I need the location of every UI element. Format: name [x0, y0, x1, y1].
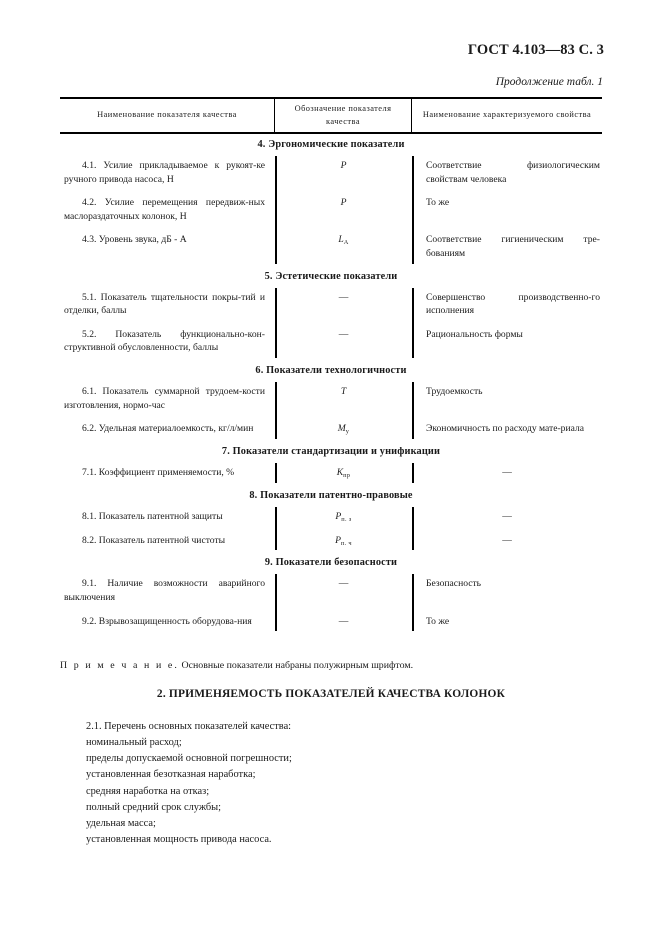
table-row: 4.3. Уровень звука, дБ - А LA Соответствие…	[60, 228, 602, 265]
table-note: П р и м е ч а н и е. Основные показатели…	[60, 660, 602, 671]
cell-indicator-name: 9.2. Взрывозащищенность оборудова-ния	[82, 615, 252, 627]
cell-indicator-name: 4.1. Усилие прикладываемое к рукоят-ке р…	[64, 160, 265, 185]
cell-characterized-property: Безопасность	[426, 578, 482, 590]
cell-indicator-name: 8.1. Показатель патентной защиты	[82, 510, 223, 522]
table-section-group: 9.1. Наличие возможности аварийного выкл…	[60, 572, 602, 633]
cell-indicator-symbol: T	[340, 386, 347, 398]
table-row: 4.1. Усилие прикладываемое к рукоят-ке р…	[60, 154, 602, 191]
table-row: 8.1. Показатель патентной защиты Pп. з —	[60, 505, 602, 529]
cell-indicator-symbol: LA	[338, 234, 349, 247]
quality-indicators-table: Наименование показателя качества Обознач…	[60, 97, 602, 633]
cell-indicator-symbol: —	[338, 328, 349, 340]
list-item: установленная мощность привода насоса.	[86, 833, 272, 845]
cell-characterized-property: Экономичность по расходу мате-риала	[426, 423, 585, 435]
list-item: полный средний срок службы;	[86, 801, 222, 813]
table-section-title: 4. Эргономические показатели	[257, 139, 405, 150]
list-item: номинальный расход;	[86, 737, 182, 749]
cell-characterized-property: —	[502, 534, 512, 546]
cell-characterized-property: Трудоемкость	[426, 386, 483, 398]
table-row: 4.2. Усилие перемещения передвиж-ных мас…	[60, 191, 602, 228]
cell-indicator-symbol: Pп. з	[335, 510, 352, 523]
table-row: 9.2. Взрывозащищенность оборудова-ния — То…	[60, 610, 602, 634]
cell-indicator-symbol: Kпр	[336, 467, 351, 479]
table-section-group: 7.1. Коэффициент применяемости, % Kпр —	[60, 461, 602, 485]
cell-indicator-name: 5.2. Показатель функционально-кон-структ…	[64, 328, 265, 354]
cell-indicator-name: 7.1. Коэффициент применяемости, %	[82, 467, 235, 479]
table-note-text: Основные показатели набраны полужирным ш…	[178, 660, 414, 671]
cell-characterized-property: Рациональность формы	[426, 328, 523, 340]
cell-indicator-name: 6.1. Показатель суммарной трудоем-кости …	[64, 386, 265, 411]
table-note-label: П р и м е ч а н и е.	[60, 660, 179, 671]
cell-indicator-symbol: —	[338, 615, 349, 627]
document-standard-reference: ГОСТ 4.103—83 С. 3	[467, 42, 604, 58]
cell-characterized-property: —	[502, 510, 512, 522]
cell-characterized-property: То же	[426, 197, 450, 209]
table-row: 5.2. Показатель функционально-кон-структ…	[60, 323, 602, 360]
table-section-title: 6. Показатели технологичности	[255, 365, 407, 377]
table-section-group: 6.1. Показатель суммарной трудоем-кости …	[60, 380, 602, 441]
table-row: 8.2. Показатель патентной чистоты Pп. ч —	[60, 529, 602, 553]
cell-indicator-symbol: —	[338, 578, 349, 590]
cell-indicator-symbol: Mу	[337, 423, 350, 436]
column-header-indicator-symbol: Обозначение показателя качества	[275, 99, 412, 132]
cell-indicator-name: 8.2. Показатель патентной чистоты	[82, 534, 226, 546]
table-section-title: 7. Показатели стандартизации и унификаци…	[221, 446, 441, 458]
table-section-group: 5.1. Показатель тщательности покры-тий и…	[60, 286, 602, 360]
cell-indicator-name: 9.1. Наличие возможности аварийного выкл…	[64, 578, 265, 603]
list-item: пределы допускаемой основной погрешности…	[86, 753, 292, 765]
cell-characterized-property: Совершенство производственно-го исполнен…	[426, 291, 600, 317]
table-section-group: 4.1. Усилие прикладываемое к рукоят-ке р…	[60, 154, 602, 266]
table-section-title: 9. Показатели безопасности	[264, 557, 398, 569]
table-body: 4. Эргономические показатели 4.1. Усилие …	[60, 134, 602, 633]
list-item: средняя наработка на отказ;	[86, 785, 210, 797]
table-row: 9.1. Наличие возможности аварийного выкл…	[60, 572, 602, 609]
cell-characterized-property: Соответствие гигиеническим тре-бованиям	[426, 234, 600, 260]
list-item: установленная безотказная наработка;	[86, 769, 256, 781]
table-section-title: 5. Эстетические показатели	[264, 270, 398, 282]
list-lead-in: 2.1. Перечень основных показателей качес…	[86, 721, 292, 732]
cell-indicator-symbol: P	[340, 197, 347, 209]
cell-indicator-name: 4.2. Усилие перемещения передвиж-ных мас…	[64, 197, 265, 222]
chapter-heading: 2. ПРИМЕНЯЕМОСТЬ ПОКАЗАТЕЛЕЙ КАЧЕСТВА КО…	[156, 688, 506, 700]
table-section-title: 8. Показатели патентно-правовые	[249, 489, 413, 501]
cell-indicator-name: 4.3. Уровень звука, дБ - А	[82, 234, 187, 246]
list-items-container: номинальный расход; пределы допускаемой о…	[60, 735, 602, 848]
table-continuation-label: Продолжение табл. 1	[495, 76, 603, 88]
column-header-indicator-name: Наименование показателя качества	[60, 99, 275, 132]
column-header-characterized-property: Наименование характеризуемого свойства	[422, 110, 592, 120]
cell-characterized-property: То же	[426, 615, 450, 627]
cell-indicator-name: 6.2. Удельная материалоемкость, кг/л/мин	[82, 423, 254, 435]
quality-indicators-list: 2.1. Перечень основных показателей качес…	[60, 719, 602, 848]
list-item: удельная масса;	[86, 817, 156, 829]
cell-indicator-name: 5.1. Показатель тщательности покры-тий и…	[64, 291, 265, 317]
table-row: 5.1. Показатель тщательности покры-тий и…	[60, 286, 602, 323]
table-row: 7.1. Коэффициент применяемости, % Kпр —	[60, 461, 602, 485]
cell-indicator-symbol: P	[340, 160, 347, 171]
cell-characterized-property: Соответствие физиологическим свойствам ч…	[426, 160, 600, 185]
table-header-row: Наименование показателя качества Обознач…	[60, 97, 602, 134]
cell-indicator-symbol: —	[338, 291, 349, 303]
cell-indicator-symbol: Pп. ч	[335, 534, 352, 547]
table-row: 6.1. Показатель суммарной трудоем-кости …	[60, 380, 602, 417]
cell-characterized-property: —	[502, 467, 512, 479]
table-row: 6.2. Удельная материалоемкость, кг/л/мин…	[60, 417, 602, 441]
